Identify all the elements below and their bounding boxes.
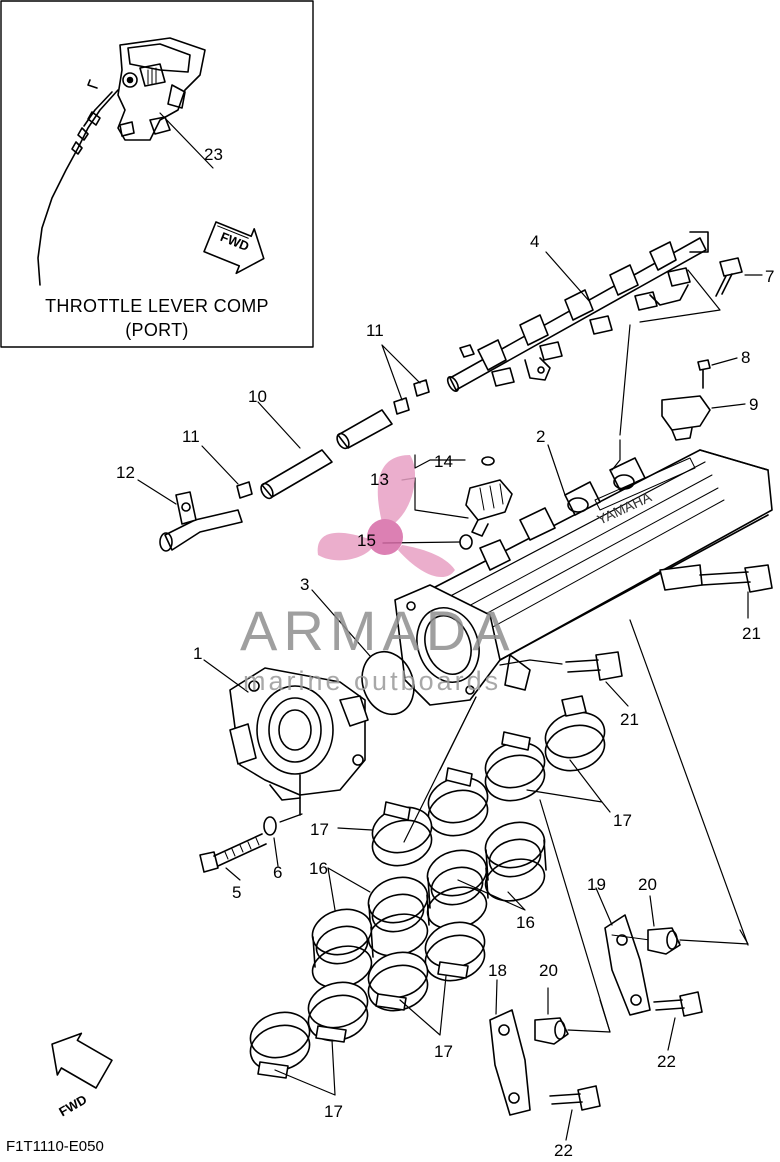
inset-frame xyxy=(0,0,314,348)
bolt-7 xyxy=(715,257,743,297)
fwd-arrow-inset xyxy=(203,221,265,275)
callout-9: 9 xyxy=(749,395,759,414)
o-ring-3 xyxy=(361,650,415,716)
diagram-code: F1T1110-E050 xyxy=(6,1138,104,1155)
callout-16-right: 16 xyxy=(516,913,535,932)
callout-23: 23 xyxy=(204,145,223,164)
washer-6 xyxy=(263,816,277,836)
watermark-tagline: marine outboards xyxy=(243,666,502,696)
injector-13 xyxy=(459,456,513,550)
callout-17-right: 17 xyxy=(613,811,632,830)
callout-17-bottom: 17 xyxy=(324,1102,343,1121)
callout-3: 3 xyxy=(300,575,310,594)
watermark-brand: ARMADA xyxy=(240,599,516,662)
callout-11-upper: 11 xyxy=(366,321,384,340)
fwd-arrow-bottom xyxy=(51,1032,113,1089)
callout-16-left: 16 xyxy=(309,859,328,878)
fitting-12 xyxy=(159,491,243,552)
callout-18: 18 xyxy=(488,961,507,980)
leader-23 xyxy=(159,112,214,169)
bolt-21-lower xyxy=(565,651,623,681)
grommet-20-lower xyxy=(534,1017,569,1045)
callout-17-left: 17 xyxy=(310,820,329,839)
sensor-9 xyxy=(661,359,711,441)
callout-10: 10 xyxy=(248,387,267,406)
callout-14: 14 xyxy=(434,452,453,471)
bolt-5 xyxy=(199,833,267,873)
leader-2 xyxy=(547,444,566,496)
leader-4 xyxy=(545,251,591,303)
callout-20-lower: 20 xyxy=(539,961,558,980)
bolt-22-upper xyxy=(653,991,703,1017)
callout-11-lower: 11 xyxy=(182,427,200,446)
throttle-lever-part xyxy=(37,37,206,286)
callout-21-upper: 21 xyxy=(742,624,761,643)
callout-12: 12 xyxy=(116,463,135,482)
callout-17-lower: 17 xyxy=(434,1042,453,1061)
callout-15: 15 xyxy=(357,531,376,550)
callout-4: 4 xyxy=(530,232,540,251)
callout-8: 8 xyxy=(741,348,751,367)
callout-20-upper: 20 xyxy=(638,875,657,894)
callout-6: 6 xyxy=(273,863,283,882)
hose-clamps-17-upper xyxy=(371,695,606,867)
callout-7: 7 xyxy=(765,267,775,286)
watermark-propeller-logo xyxy=(317,455,455,578)
bolt-21-upper xyxy=(699,564,773,593)
callout-19: 19 xyxy=(587,875,606,894)
hose-10 xyxy=(260,409,393,500)
callout-2: 2 xyxy=(536,427,546,446)
inset-title-line1: THROTTLE LEVER COMP xyxy=(45,296,269,316)
callout-21-lower: 21 xyxy=(620,710,639,729)
callout-22-upper: 22 xyxy=(657,1052,676,1071)
callout-1: 1 xyxy=(193,644,203,663)
inset-title-line2: (PORT) xyxy=(125,320,189,340)
callout-5: 5 xyxy=(232,883,242,902)
grommet-20-upper xyxy=(647,927,681,955)
bracket-18 xyxy=(489,1009,531,1116)
rubber-joints-16 xyxy=(311,821,547,989)
intake-manifold-part xyxy=(394,449,773,706)
fuel-rail-part xyxy=(446,231,709,393)
callout-22-lower: 22 xyxy=(554,1141,573,1160)
callout-13: 13 xyxy=(370,470,389,489)
hose-clamps-17-lower xyxy=(249,921,486,1079)
throttle-body-part xyxy=(229,667,369,816)
bolt-22-lower xyxy=(549,1085,601,1111)
